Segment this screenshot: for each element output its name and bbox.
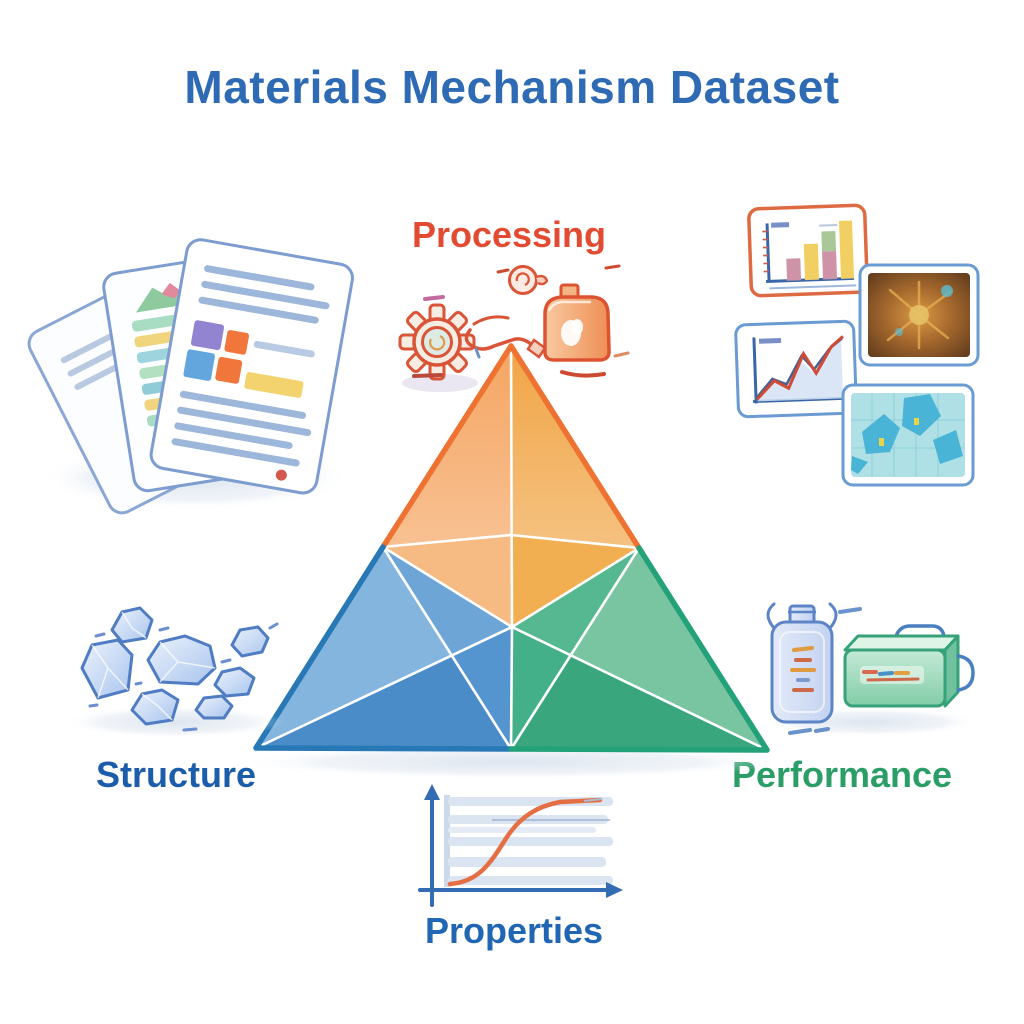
- facet-performance-south: [511, 655, 767, 750]
- edge-performance: [508, 545, 770, 753]
- curve-tip-mark: [583, 798, 603, 802]
- gear-icon: [398, 303, 476, 381]
- crucible-icon: [543, 283, 611, 362]
- property-curve-icon: [418, 784, 623, 907]
- y-axis-arrow: [424, 784, 440, 800]
- rock: [194, 694, 234, 720]
- facet-lines: [254, 344, 769, 752]
- accent-dashes: [412, 264, 630, 378]
- papers-stack-icon: [27, 238, 354, 515]
- facet-structure-south: [256, 655, 511, 749]
- facet-performance-north: [512, 548, 639, 655]
- x-axis-arrow: [606, 882, 623, 898]
- rock: [213, 666, 256, 698]
- edge-processing-structure: [380, 343, 514, 550]
- facet-processing-lower-left: [383, 535, 512, 627]
- facet-structure-north: [383, 547, 512, 655]
- paper-front: [149, 238, 354, 495]
- bar-chart-card: [747, 203, 869, 298]
- amber-micrograph-card: [858, 263, 980, 367]
- results-gallery-icon: [734, 203, 980, 487]
- label-processing: Processing: [411, 214, 607, 255]
- processing-tools-icon: [398, 264, 630, 392]
- rock: [146, 634, 217, 686]
- crystal-grains-icon: [65, 606, 285, 738]
- edge-processing-performance: [508, 343, 642, 551]
- sigmoid-curve: [447, 797, 603, 887]
- triangle-shadow: [237, 745, 787, 779]
- label-properties: Properties: [424, 910, 604, 951]
- facet-structure-east: [452, 627, 512, 749]
- swirl-part-icon: [508, 264, 549, 295]
- facet-performance-west: [511, 627, 571, 749]
- products-icon: [760, 602, 980, 736]
- case-icon: [843, 624, 975, 708]
- pipe-icon: [464, 315, 547, 359]
- rock: [230, 625, 270, 658]
- rock: [110, 606, 154, 644]
- materials-tetrahedron: [253, 343, 770, 753]
- line-chart-card: [734, 319, 858, 419]
- label-structure: Structure: [95, 754, 257, 795]
- page-title: Materials Mechanism Dataset: [184, 61, 840, 113]
- facet-structure-west: [256, 547, 452, 748]
- case-label-glyphs: [862, 670, 920, 682]
- bottle-label-glyphs: [790, 646, 816, 692]
- motion-dashes: [788, 607, 862, 735]
- edge-structure: [253, 544, 514, 752]
- bottle-icon: [766, 602, 838, 724]
- facet-performance-east: [571, 548, 767, 750]
- teal-micrograph-card: [841, 383, 975, 487]
- facet-processing-lower-right: [511, 535, 639, 627]
